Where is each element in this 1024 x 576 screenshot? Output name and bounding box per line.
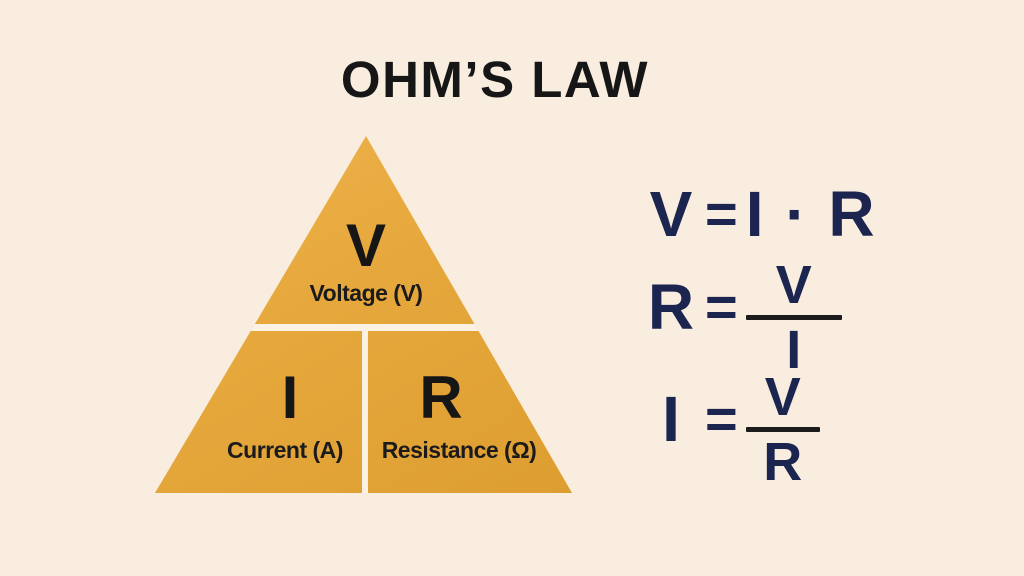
fraction: V R bbox=[745, 367, 820, 492]
formula-r-equals-v-over-i: R = V I bbox=[645, 258, 842, 377]
current-symbol: I bbox=[281, 364, 299, 431]
fraction-denominator: I bbox=[786, 320, 802, 380]
fraction-bar bbox=[745, 315, 842, 320]
formula-lhs: V bbox=[649, 178, 693, 250]
formula-lhs: I bbox=[662, 382, 680, 455]
fraction-numerator: V bbox=[775, 255, 812, 315]
triangle-horizontal-divider bbox=[155, 324, 572, 331]
equals-sign: = bbox=[705, 182, 738, 245]
equals-sign: = bbox=[705, 386, 738, 450]
fraction-numerator: V bbox=[764, 367, 801, 427]
formula-lhs: R bbox=[647, 270, 695, 343]
voltage-symbol: V bbox=[345, 212, 387, 279]
current-label: Current (A) bbox=[227, 437, 343, 463]
fraction-bar bbox=[745, 427, 820, 432]
formula-i-equals-v-over-r: I = V R bbox=[645, 370, 820, 489]
resistance-symbol: R bbox=[419, 364, 463, 431]
voltage-label: Voltage (V) bbox=[309, 280, 423, 306]
formula-rhs: I · R bbox=[745, 178, 877, 250]
equals-sign: = bbox=[705, 274, 738, 338]
formula-v-equals-i-times-r: V = I · R bbox=[645, 182, 877, 246]
triangle-vertical-divider bbox=[362, 331, 368, 493]
ohms-law-triangle: V Voltage (V) I Current (A) R Resistance… bbox=[155, 136, 572, 493]
fraction-denominator: R bbox=[763, 432, 803, 492]
fraction: V I bbox=[745, 255, 842, 380]
resistance-label: Resistance (Ω) bbox=[381, 437, 537, 463]
page-title: OHM’S LAW bbox=[340, 51, 650, 108]
